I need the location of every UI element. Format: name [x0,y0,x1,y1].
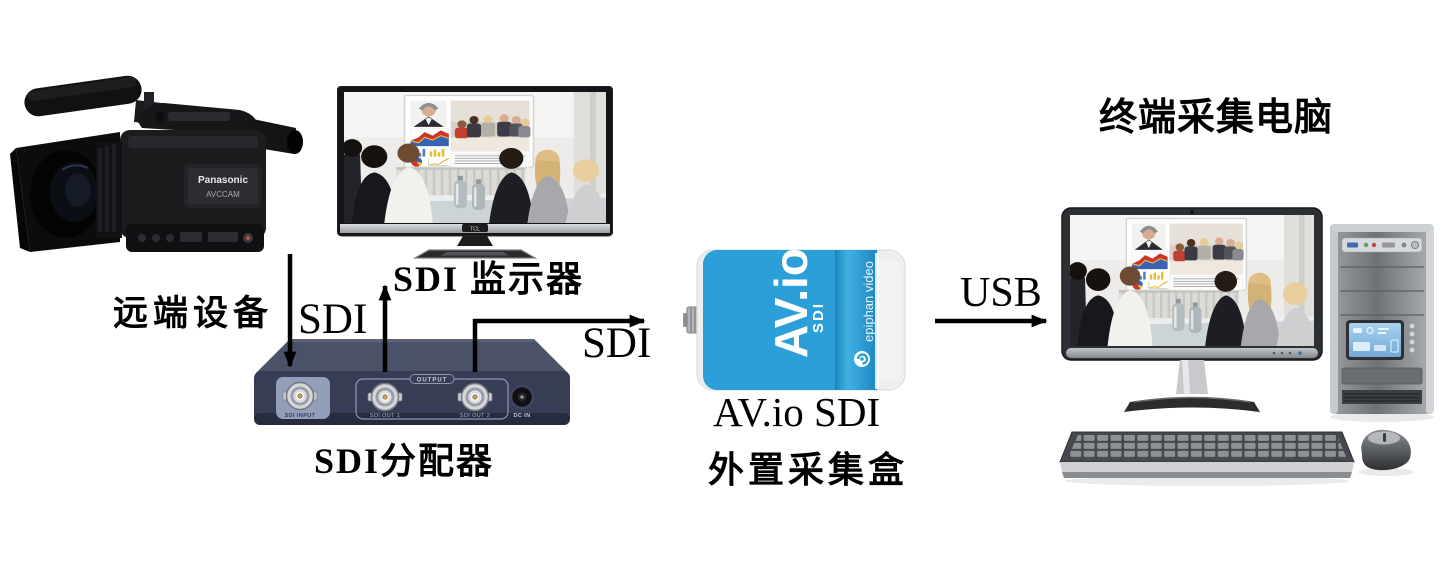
sdi-link-label-1: SDI [298,296,368,343]
splitter-front-face [254,371,570,425]
sdi-out1-label: SDI OUT 1 [370,413,400,419]
splitter-label: SDI分配器 [314,441,495,481]
webcam-icon [1190,210,1194,214]
camcorder-image: Panasonic AVCCAM [10,75,303,252]
keyboard-image [1059,431,1355,486]
output-pill [409,374,455,384]
camera-brand-text: Panasonic [198,175,248,186]
epiphan-logo-icon [854,351,870,367]
drive-door [1341,367,1423,385]
svg-text:epiphan video: epiphan video [861,261,876,342]
epiphan-brand-text: epiphan video [861,261,876,342]
monitor-label: SDI 监示器 [393,259,585,299]
camera-label: 远端设备 [113,294,274,333]
tv-brand-text: TCL [470,227,480,233]
sdi-out2-label: SDI OUT 2 [460,413,490,419]
tv-stand-neck [457,236,493,246]
sdi-splitter-image: SDI INPUT OUTPUT SDI OUT 1 SDI OUT 2 DC … [254,339,570,425]
scroll-wheel [1383,433,1386,442]
keyboard-keys [1067,435,1347,459]
tower-case [1330,224,1434,414]
sdi-link-label-2: SDI [582,320,652,367]
svg-text:AV.io: AV.io [765,248,817,358]
audio-jack-green [1363,242,1369,248]
camera-badge-text: AVCCAM [206,190,240,199]
capture-box-end-cap [879,261,901,381]
dc-in-label: DC IN [514,413,531,419]
capture-box-label-line1: AV.io SDI [713,389,881,435]
tv-monitor-image: TCL [337,86,613,259]
capture-box-blue-body [703,250,849,390]
sdi-input-label: SDI INPUT [285,413,316,419]
pc-monitor-image [1061,207,1323,412]
output-group-label: OUTPUT [417,377,448,383]
svg-text:SDI: SDI [810,302,827,333]
arrow-splitter-to-capture [472,314,646,372]
usb-link-label: USB [960,270,1042,316]
microphone [24,75,142,117]
avio-logo-sub-text: SDI [810,302,827,333]
monitor-power-led [1298,351,1302,355]
pc-tower-image [1330,224,1434,422]
mouse-image [1358,429,1414,476]
computer-label: 终端采集电脑 [1099,97,1334,139]
audio-jack-red [1371,242,1377,248]
power-button [1411,240,1420,249]
avio-logo-text: AV.io [765,248,817,358]
monitor-chin [1066,348,1318,358]
capture-box-label-line2: 外置采集盒 [708,450,909,490]
splitter-top-face [256,339,568,373]
monitor-base [1124,397,1260,412]
usb-port [1347,242,1358,248]
avio-capture-box-image: AV.io SDI epiphan video [683,248,906,391]
